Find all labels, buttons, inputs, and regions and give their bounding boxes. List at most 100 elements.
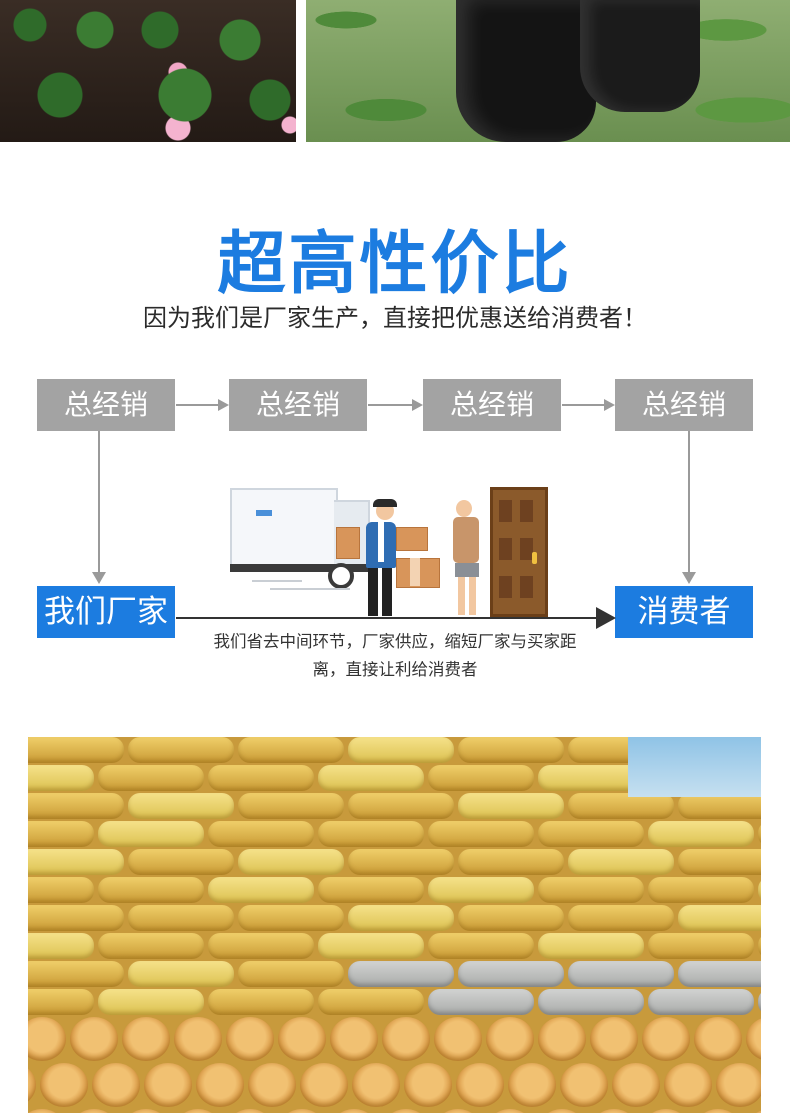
sack: [642, 1109, 690, 1113]
sack: [694, 1017, 742, 1061]
sack: [348, 793, 454, 819]
sack: [128, 849, 234, 875]
sack: [92, 1063, 140, 1107]
distributor-box-3: 总经销: [423, 379, 561, 431]
sack: [458, 905, 564, 931]
nursery-bag-image: [456, 0, 596, 142]
sack: [208, 989, 314, 1015]
sack: [538, 989, 644, 1015]
sack: [122, 1017, 170, 1061]
sack: [278, 1017, 326, 1061]
sack: [28, 933, 94, 959]
distributor-box-4: 总经销: [615, 379, 753, 431]
sack: [538, 877, 644, 903]
page-title: 超高性价比: [217, 225, 573, 304]
sack: [678, 961, 761, 987]
sack: [458, 961, 564, 987]
sack: [568, 849, 674, 875]
sack: [318, 933, 424, 959]
sack: [128, 961, 234, 987]
sack: [612, 1063, 660, 1107]
sack: [538, 1017, 586, 1061]
sack-row: [28, 1017, 761, 1061]
delivery-man-leg: [368, 568, 378, 616]
sack: [128, 737, 234, 763]
sack: [382, 1109, 430, 1113]
sky-background: [628, 737, 761, 797]
sack: [330, 1017, 378, 1061]
page-subtitle: 因为我们是厂家生产，直接把优惠送给消费者！: [143, 304, 647, 332]
nursery-bag-image: [580, 0, 700, 112]
down-arrowhead-left: [92, 572, 106, 584]
manufacturer-box: 我们厂家: [37, 586, 175, 638]
sack: [648, 877, 754, 903]
parcel-tape: [410, 558, 420, 586]
sack: [648, 933, 754, 959]
sack-row: [28, 933, 761, 959]
sack: [28, 1109, 66, 1113]
sack: [348, 905, 454, 931]
sack: [486, 1017, 534, 1061]
sack: [746, 1109, 761, 1113]
sack: [318, 877, 424, 903]
sack: [568, 961, 674, 987]
customer-leg: [469, 577, 476, 615]
sack: [678, 793, 761, 819]
flow-arrowhead: [604, 399, 615, 411]
sack: [318, 989, 424, 1015]
stacked-sacks-photo: [28, 737, 761, 1113]
customer-leg: [458, 577, 465, 615]
sack: [128, 793, 234, 819]
sack-row: [28, 877, 761, 903]
flow-arrowhead: [218, 399, 229, 411]
sack: [428, 933, 534, 959]
wheel-icon: [328, 563, 354, 589]
sack: [352, 1063, 400, 1107]
sack: [428, 877, 534, 903]
sack: [590, 1109, 638, 1113]
sack: [122, 1109, 170, 1113]
sack: [174, 1017, 222, 1061]
sack: [348, 737, 454, 763]
parcel-icon: [336, 527, 360, 559]
direct-supply-note: 我们省去中间环节，厂家供应，缩短厂家与买家距 离，直接让利给消费者: [180, 628, 610, 684]
sack: [174, 1109, 222, 1113]
sack: [70, 1109, 118, 1113]
sack: [678, 849, 761, 875]
sack: [568, 905, 674, 931]
sack: [28, 765, 94, 791]
sack: [28, 849, 124, 875]
sack: [318, 821, 424, 847]
door-panel: [499, 576, 512, 598]
sack: [758, 989, 761, 1015]
door-panel: [499, 500, 512, 522]
down-arrow-line-right: [688, 431, 690, 573]
sack: [226, 1017, 274, 1061]
down-arrowhead-right: [682, 572, 696, 584]
customer-icon: [453, 517, 479, 563]
sack: [144, 1063, 192, 1107]
sack: [28, 1017, 66, 1061]
sack: [208, 821, 314, 847]
flow-arrow-line: [176, 404, 220, 406]
sack: [128, 905, 234, 931]
sack-row: [28, 989, 761, 1015]
direct-supply-arrow-line: [176, 617, 600, 619]
sack-row: [28, 961, 761, 987]
direct-supply-arrowhead: [596, 607, 616, 629]
sack: [70, 1017, 118, 1061]
sack: [28, 905, 124, 931]
door-panel: [520, 576, 533, 598]
sack: [428, 821, 534, 847]
consumer-box: 消费者: [615, 586, 753, 638]
sack: [28, 989, 94, 1015]
door-knob: [532, 552, 537, 564]
sack-row: [28, 793, 761, 819]
sack: [28, 877, 94, 903]
sack: [458, 849, 564, 875]
sack: [28, 961, 124, 987]
door-panel: [520, 500, 533, 522]
delivery-man-leg: [382, 568, 392, 616]
sack: [382, 1017, 430, 1061]
sack: [590, 1017, 638, 1061]
